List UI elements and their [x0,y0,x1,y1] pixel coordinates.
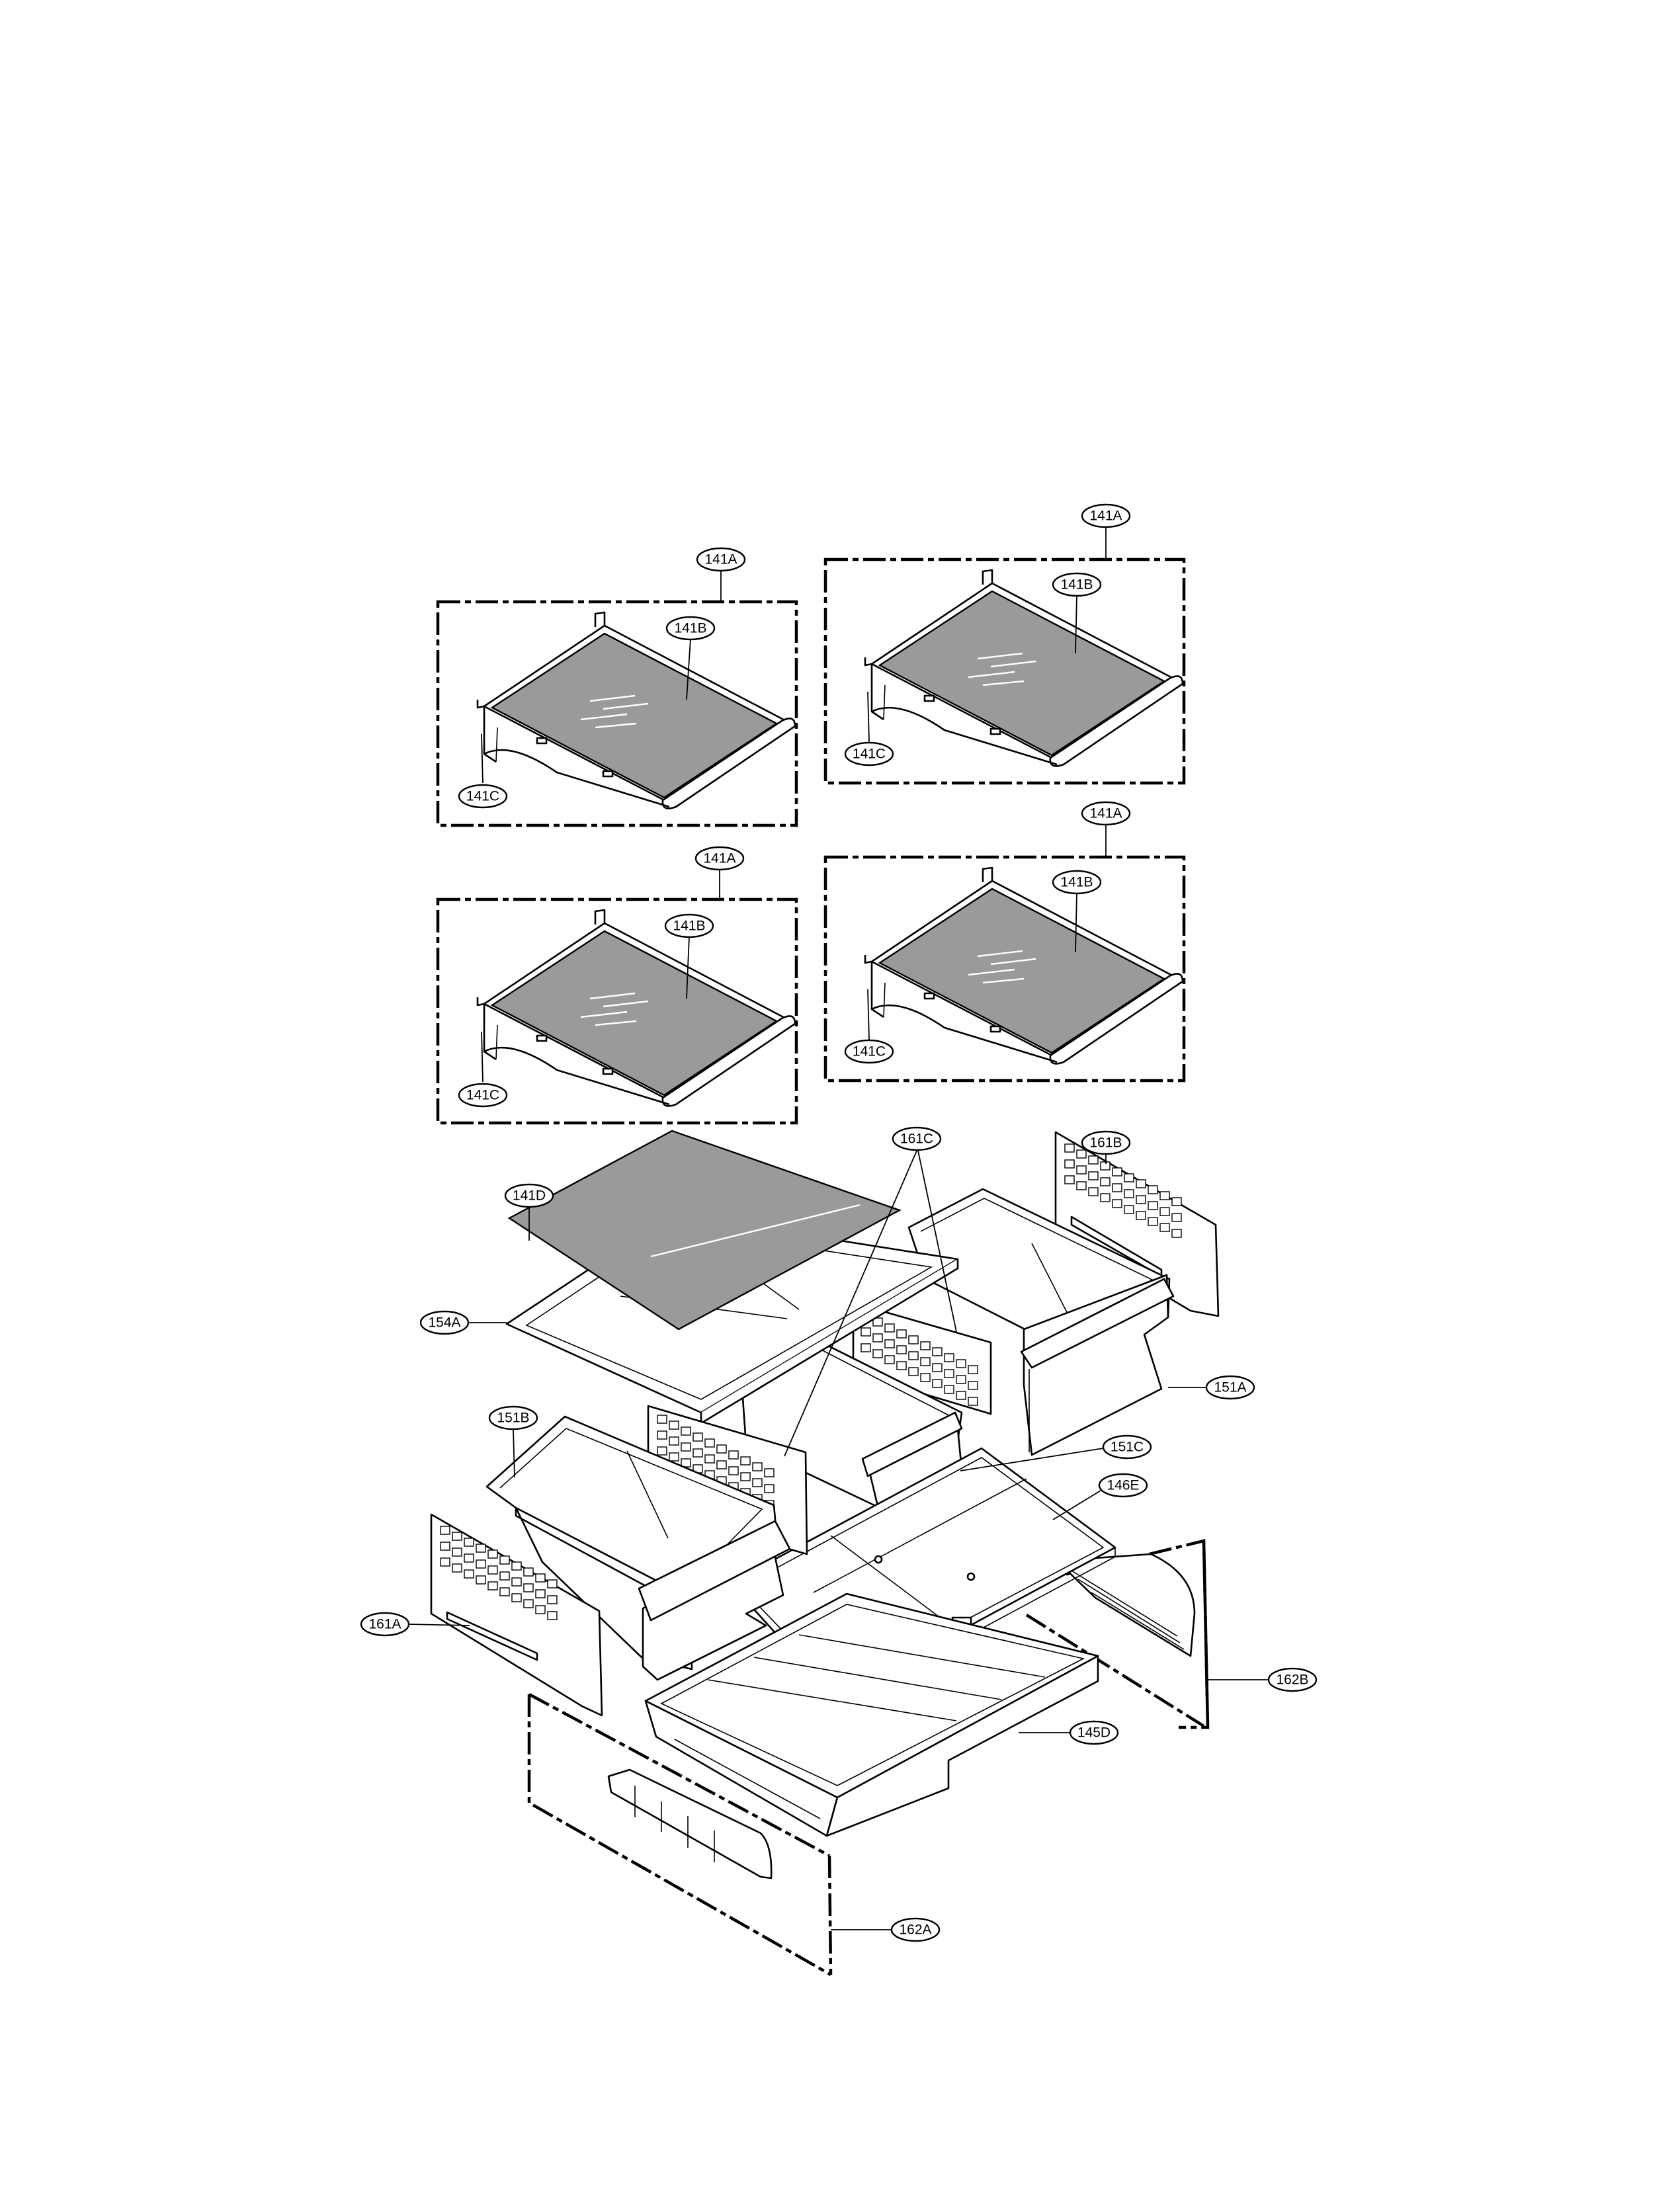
bottom-tray-145D [644,1592,1099,1837]
svg-text:141C: 141C [853,1044,886,1059]
svg-text:162A: 162A [899,1922,931,1938]
svg-text:151A: 151A [1214,1380,1246,1395]
svg-text:161C: 161C [900,1132,933,1147]
label-141C: 141C [458,1083,508,1108]
svg-text:141A: 141A [704,552,737,567]
svg-text:141A: 141A [1089,509,1122,524]
label-161A: 161A [360,1612,410,1637]
label-162B: 162B [1267,1667,1318,1692]
svg-text:151B: 151B [497,1411,529,1426]
label-141B: 141B [1052,572,1102,597]
dashed-assembly-box [823,557,1186,785]
label-141A: 141A [1081,503,1131,528]
svg-text:141D: 141D [513,1188,546,1204]
svg-text:141B: 141B [674,621,706,636]
label-154A: 154A [419,1310,470,1335]
label-141D: 141D [504,1183,554,1208]
divider-161B [1054,1131,1220,1317]
dashed-assembly-box [436,600,798,827]
svg-text:151C: 151C [1111,1440,1144,1455]
label-162A: 162A [890,1917,941,1942]
svg-text:141A: 141A [703,851,735,866]
label-141C: 141C [458,784,508,809]
label-146E: 146E [1098,1473,1148,1498]
dashed-assembly-box [823,855,1186,1083]
label-141C: 141C [844,741,894,766]
label-141A: 141A [1081,801,1131,826]
svg-text:154A: 154A [428,1315,460,1331]
shelf-assembly-3: 141A 141B 141C [436,846,798,1125]
shelf-assembly-2: 141A 141B 141C [823,503,1186,785]
svg-text:141B: 141B [1060,875,1093,890]
divider-161A [430,1513,603,1717]
svg-text:141B: 141B [1060,577,1093,593]
svg-text:146E: 146E [1107,1478,1139,1493]
svg-text:161A: 161A [368,1617,401,1632]
glass-panel-141D [507,1130,902,1331]
svg-text:141A: 141A [1089,806,1122,821]
label-141B: 141B [664,913,714,938]
label-161C: 161C [892,1126,942,1151]
svg-text:145D: 145D [1077,1725,1111,1741]
svg-text:141C: 141C [466,789,499,804]
label-151C: 151C [1102,1434,1152,1460]
label-141C: 141C [844,1039,894,1064]
svg-text:141B: 141B [673,919,705,934]
dashed-assembly-box [436,897,798,1125]
divider-161C-rear [852,1301,992,1415]
label-141A: 141A [694,846,745,871]
label-141B: 141B [665,616,716,641]
label-141B: 141B [1052,870,1102,895]
drawer-rail-right-162B [1025,1539,1210,1729]
drawer-rail-left-162A [527,1693,833,1976]
crisper-drawer-151A [907,1188,1175,1456]
shelf-assembly-4: 141A 141B 141C [823,801,1186,1083]
label-145D: 145D [1069,1720,1119,1745]
svg-text:141C: 141C [853,747,886,762]
svg-text:141C: 141C [466,1088,499,1103]
svg-text:161B: 161B [1089,1135,1122,1151]
label-151B: 151B [488,1405,538,1430]
shelf-assembly-1: 141A 141B 141C [436,547,798,827]
label-141A: 141A [696,547,746,572]
crisper-drawer-151B [485,1415,791,1681]
svg-text:162B: 162B [1276,1672,1308,1688]
label-151A: 151A [1205,1375,1255,1400]
label-161B: 161B [1081,1130,1131,1155]
